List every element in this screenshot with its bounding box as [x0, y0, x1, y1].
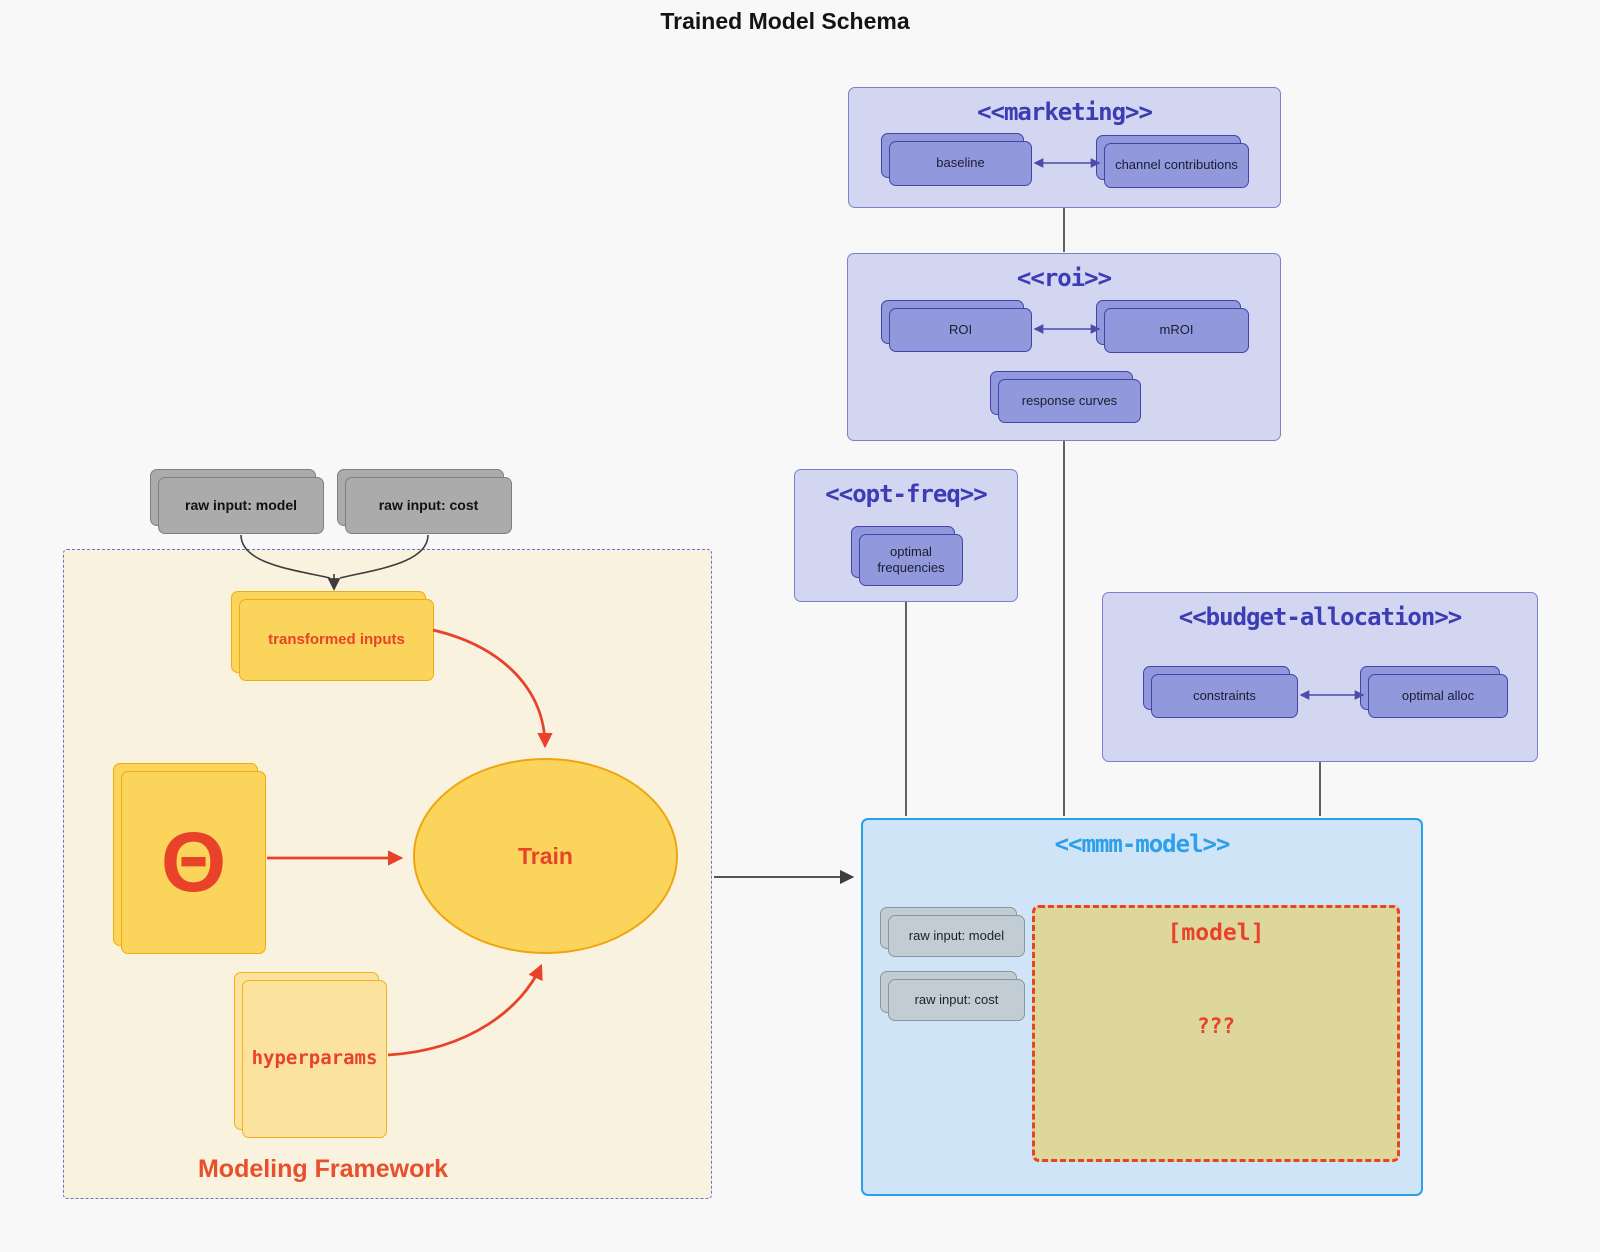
node-hyperparams: hyperparams [234, 972, 387, 1138]
node-optimal-alloc-label: optimal alloc [1368, 674, 1508, 718]
roi-group-title: <<roi>> [1016, 264, 1112, 292]
node-constraints-label: constraints [1151, 674, 1298, 718]
model-box-unknown: ??? [1197, 1014, 1235, 1038]
node-roi-label: ROI [889, 308, 1032, 352]
node-channel-contributions: channel contributions [1096, 135, 1249, 188]
node-raw-input-model-label: raw input: model [158, 477, 324, 534]
opt-freq-group: <<opt-freq>> optimal frequencies [794, 469, 1018, 602]
budget-allocation-group: <<budget-allocation>> constraints optima… [1102, 592, 1538, 762]
node-raw-input-cost-label: raw input: cost [345, 477, 512, 534]
node-roi: ROI [881, 300, 1032, 352]
modeling-framework-label: Modeling Framework [197, 1155, 449, 1183]
node-optimal-frequencies-label: optimal frequencies [859, 534, 963, 586]
marketing-group-title: <<marketing>> [977, 98, 1153, 126]
node-optimal-frequencies: optimal frequencies [851, 526, 963, 586]
node-mmm-raw-input-model-label: raw input: model [888, 915, 1025, 957]
node-mmm-raw-input-cost: raw input: cost [880, 971, 1025, 1021]
node-mroi-label: mROI [1104, 308, 1249, 353]
node-mroi: mROI [1096, 300, 1249, 353]
node-transformed-inputs: transformed inputs [231, 591, 434, 681]
node-response-curves-label: response curves [998, 379, 1141, 423]
node-raw-input-cost: raw input: cost [337, 469, 512, 534]
theta-symbol: Θ [121, 771, 266, 954]
modeling-framework-group: transformed inputs Θ Train hyperparams M… [63, 549, 712, 1199]
budget-allocation-group-title: <<budget-allocation>> [1178, 603, 1462, 631]
node-optimal-alloc: optimal alloc [1360, 666, 1508, 718]
node-mmm-raw-input-cost-label: raw input: cost [888, 979, 1025, 1021]
marketing-group: <<marketing>> baseline channel contribut… [848, 87, 1281, 208]
node-baseline: baseline [881, 133, 1032, 186]
node-train-label: Train [518, 842, 573, 869]
model-placeholder-box: [model] ??? [1032, 905, 1400, 1162]
mmm-model-group-title: <<mmm-model>> [1054, 830, 1231, 858]
node-response-curves: response curves [990, 371, 1141, 423]
node-raw-input-model: raw input: model [150, 469, 324, 534]
node-baseline-label: baseline [889, 141, 1032, 186]
page-title: Trained Model Schema [660, 8, 910, 34]
node-mmm-raw-input-model: raw input: model [880, 907, 1025, 957]
model-box-label: [model] [1167, 920, 1265, 946]
node-constraints: constraints [1143, 666, 1298, 718]
roi-group: <<roi>> ROI mROI response curves [847, 253, 1281, 441]
opt-freq-group-title: <<opt-freq>> [825, 480, 987, 508]
node-train: Train [413, 758, 678, 954]
node-transformed-inputs-label: transformed inputs [239, 599, 434, 681]
node-theta: Θ [113, 763, 266, 954]
node-hyperparams-label: hyperparams [242, 980, 387, 1138]
mmm-model-group: <<mmm-model>> raw input: model raw input… [861, 818, 1423, 1196]
node-channel-contributions-label: channel contributions [1104, 143, 1249, 188]
